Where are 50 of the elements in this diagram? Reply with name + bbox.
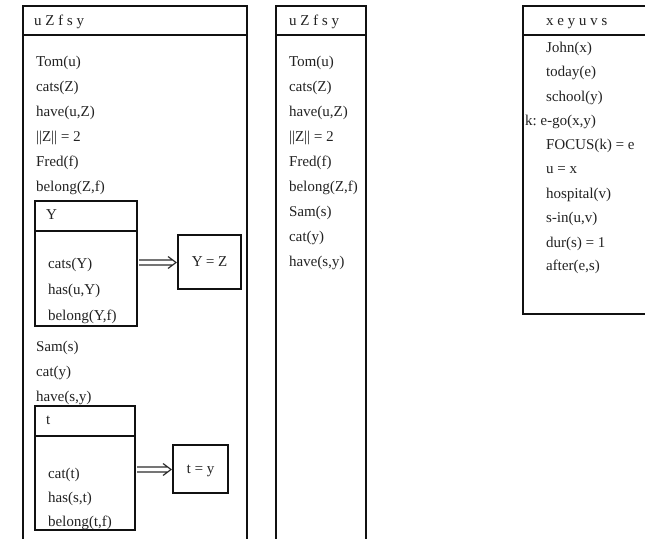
condition-text: Fred(f) <box>289 153 332 171</box>
universe-text: x e y u v s <box>546 12 608 30</box>
condition-text: t = y <box>186 460 216 478</box>
condition-text: Sam(s) <box>36 338 78 356</box>
condition-text: u = x <box>546 160 577 178</box>
drs-box <box>22 5 248 539</box>
drs-box <box>177 234 242 290</box>
condition-text: has(s,t) <box>48 489 92 507</box>
condition-text: cats(Z) <box>36 78 78 96</box>
condition-text: belong(t,f) <box>48 513 112 531</box>
condition-text: school(y) <box>546 88 603 106</box>
universe-text: u Z f s y <box>289 12 339 30</box>
condition-text: have(u,Z) <box>36 103 95 121</box>
universe-text: t <box>46 411 50 429</box>
condition-text: after(e,s) <box>546 257 600 275</box>
condition-text: belong(Y,f) <box>48 307 116 325</box>
condition-text: belong(Z,f) <box>289 178 358 196</box>
implication-arrow <box>136 462 172 476</box>
condition-text: cat(t) <box>48 465 80 483</box>
condition-text: hospital(v) <box>546 185 611 203</box>
condition-text: Y = Z <box>190 253 228 271</box>
drs-box <box>34 200 138 327</box>
condition-text: cat(y) <box>289 228 324 246</box>
condition-text: FOCUS(k) = e <box>546 136 634 154</box>
condition-text: Tom(u) <box>289 53 334 71</box>
drs-box <box>172 444 229 494</box>
condition-text: belong(Z,f) <box>36 178 105 196</box>
condition-text: cat(y) <box>36 363 71 381</box>
condition-text: dur(s) = 1 <box>546 234 606 252</box>
universe-text: u Z f s y <box>34 12 84 30</box>
condition-text: have(s,y) <box>36 388 92 406</box>
condition-text: Fred(f) <box>36 153 78 171</box>
condition-text: have(u,Z) <box>289 103 348 121</box>
condition-text: s-in(u,v) <box>546 209 598 227</box>
condition-text: ||Z|| = 2 <box>36 128 81 146</box>
condition-text: John(x) <box>546 39 592 57</box>
drs-box <box>34 405 136 531</box>
drs-box <box>522 5 645 315</box>
drs-box <box>275 5 367 539</box>
condition-text: ||Z|| = 2 <box>289 128 334 146</box>
condition-text: has(u,Y) <box>48 281 100 299</box>
condition-text: today(e) <box>546 63 596 81</box>
universe-text: Y <box>46 206 57 224</box>
condition-text: k: e-go(x,y) <box>525 112 596 130</box>
condition-text: Sam(s) <box>289 203 332 221</box>
implication-arrow <box>138 256 178 270</box>
condition-text: Tom(u) <box>36 53 81 71</box>
condition-text: cats(Y) <box>48 255 92 273</box>
condition-text: have(s,y) <box>289 253 344 271</box>
condition-text: cats(Z) <box>289 78 332 96</box>
